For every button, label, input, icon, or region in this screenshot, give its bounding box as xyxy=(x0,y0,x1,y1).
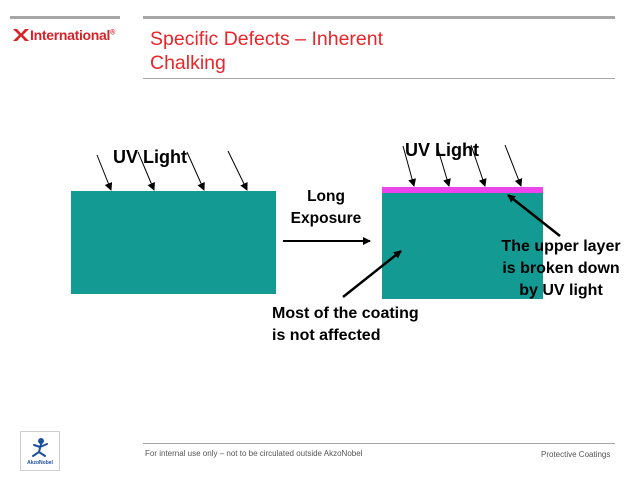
footer-division: Protective Coatings xyxy=(541,450,611,459)
coating-after xyxy=(382,193,543,299)
coating-before xyxy=(71,191,276,294)
top-rule-left xyxy=(10,16,120,19)
left-uv-rays xyxy=(96,150,248,191)
title-line-1: Specific Defects – Inherent xyxy=(150,28,384,50)
uv-light-label-left: UV Light xyxy=(113,147,187,167)
upper-layer-callout-arrow xyxy=(507,194,561,237)
akzonobel-figure-icon xyxy=(32,438,48,457)
coating-note: Most of the coating is not affected xyxy=(272,305,419,344)
page-title: Specific Defects – Inherent Chalking xyxy=(150,27,383,75)
uv-ray xyxy=(402,145,417,187)
logo-wordmark: International® xyxy=(30,27,115,43)
uv-ray xyxy=(137,151,155,191)
uv-ray xyxy=(436,145,451,187)
long-exposure-label: Long Exposure xyxy=(290,188,362,227)
coating-callout-arrow xyxy=(342,250,402,298)
uv-ray xyxy=(96,154,113,191)
akzonobel-logo: AkzoNobel xyxy=(20,431,60,471)
uv-ray xyxy=(227,150,248,191)
right-uv-rays xyxy=(402,144,523,187)
x-logo-icon xyxy=(13,29,29,41)
upper-layer-note: The upper layer is broken down by UV lig… xyxy=(501,238,621,299)
uv-light-label-right: UV Light xyxy=(405,140,479,160)
degraded-upper-layer xyxy=(382,187,543,193)
title-underline xyxy=(143,78,615,79)
footer-disclaimer: For internal use only – not to be circul… xyxy=(145,449,363,458)
international-logo: International® xyxy=(12,27,115,43)
uv-ray xyxy=(186,151,205,191)
uv-ray xyxy=(504,144,523,187)
akzonobel-wordmark: AkzoNobel xyxy=(27,460,53,466)
footer-rule xyxy=(143,443,615,444)
top-rule-right xyxy=(143,16,615,19)
title-line-2: Chalking xyxy=(150,52,226,74)
uv-ray xyxy=(470,144,487,187)
